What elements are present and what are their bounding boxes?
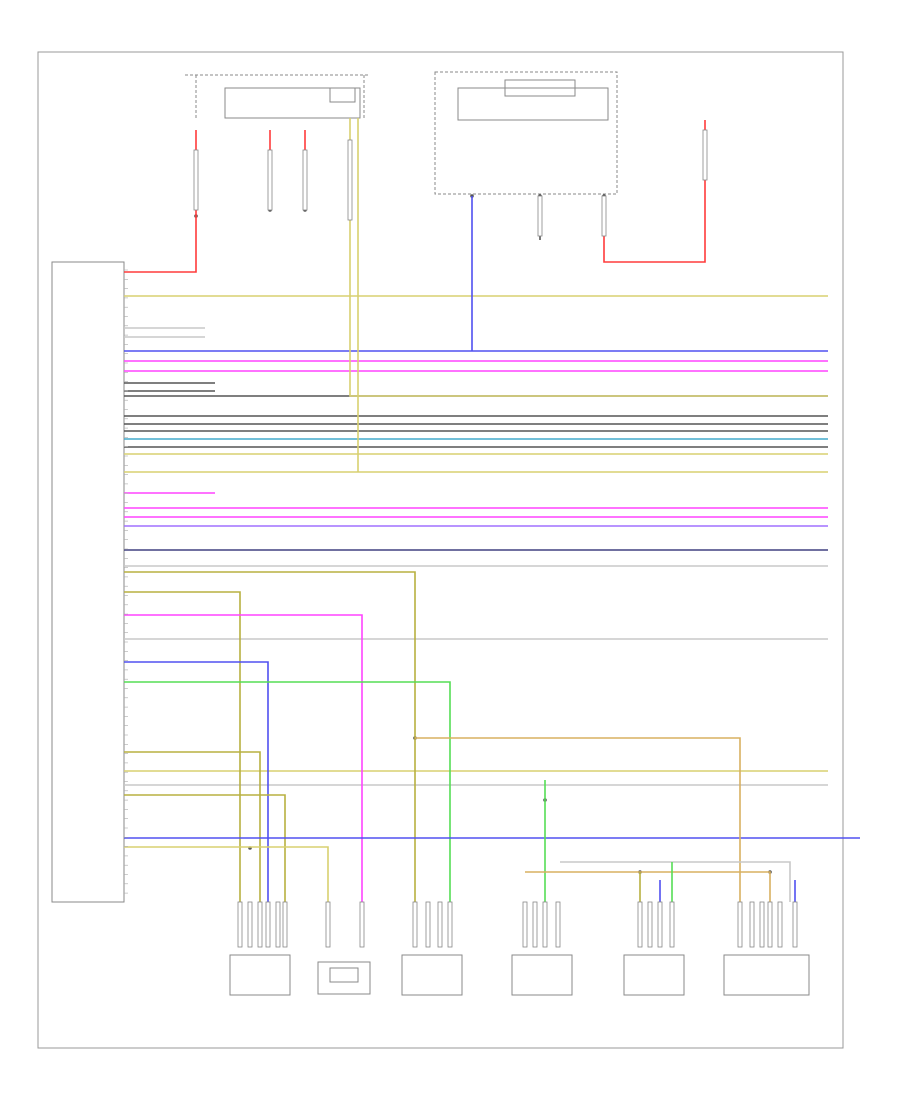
fuse-connector-4 [347,139,353,221]
control-module-box [51,261,125,903]
connector-pin-18 [647,901,653,948]
connector-pin-23 [759,901,765,948]
module-pins [124,269,128,894]
wire-to-comp1-a [124,591,241,902]
relay-connector-1 [537,195,543,237]
connector-pin-6 [282,901,288,948]
connector-pin-11 [437,901,443,948]
wire-to-comp2-b [124,846,329,902]
bottom-component-6 [723,954,810,996]
connectors [193,129,798,948]
connector-pin-17 [637,901,643,948]
wire-to-comp3 [124,571,416,902]
fuse-box-top-left [185,74,368,120]
connector-pin-22 [749,901,755,948]
wire-to-comp1-c [124,751,261,902]
connector-pin-15 [542,901,548,948]
connector-pin-16 [555,901,561,948]
connector-pin-1 [237,901,243,948]
fuse-connector-2 [267,149,273,211]
wires [124,118,860,902]
bottom-component-4 [511,954,573,996]
diagram-frame [37,51,844,1049]
relay-box-top-right [434,71,618,195]
connector-pin-2 [247,901,253,948]
fuse-connector-3 [302,149,308,211]
connector-pin-21 [737,901,743,948]
bottom-component-2 [317,961,371,995]
relay-connector-3 [702,129,708,181]
connector-pin-10 [425,901,431,948]
connector-pin-13 [522,901,528,948]
bottom-component-3 [401,954,463,996]
connector-pin-20 [669,901,675,948]
wire-to-comp1-b [124,661,269,902]
connector-pin-3 [257,901,263,948]
connector-pin-19 [657,901,663,948]
bottom-component-5 [623,954,685,996]
connector-pin-4 [265,901,271,948]
bottom-component-1 [229,954,291,996]
wire-to-comp2 [124,614,363,902]
connector-pin-7 [325,901,331,948]
connector-pin-24 [767,901,773,948]
wire-to-comp4-6 [525,871,771,902]
relay-connector-2 [601,195,607,237]
power-feed-wire-left [124,130,197,273]
connector-pin-9 [412,901,418,948]
wire-to-comp6-b [560,861,791,902]
connector-pin-14 [532,901,538,948]
fuse-connector-1 [193,149,199,211]
connector-pin-12 [447,901,453,948]
connector-pin-26 [792,901,798,948]
wire-to-comp3-b [124,681,451,902]
connector-pin-5 [275,901,281,948]
switched-feed-wire [349,118,828,397]
connector-pin-8 [359,901,365,948]
wire-to-comp6 [415,737,741,902]
connector-pin-25 [777,901,783,948]
wire-to-comp1-d [124,794,286,902]
power-feed-wire-right [603,120,706,263]
